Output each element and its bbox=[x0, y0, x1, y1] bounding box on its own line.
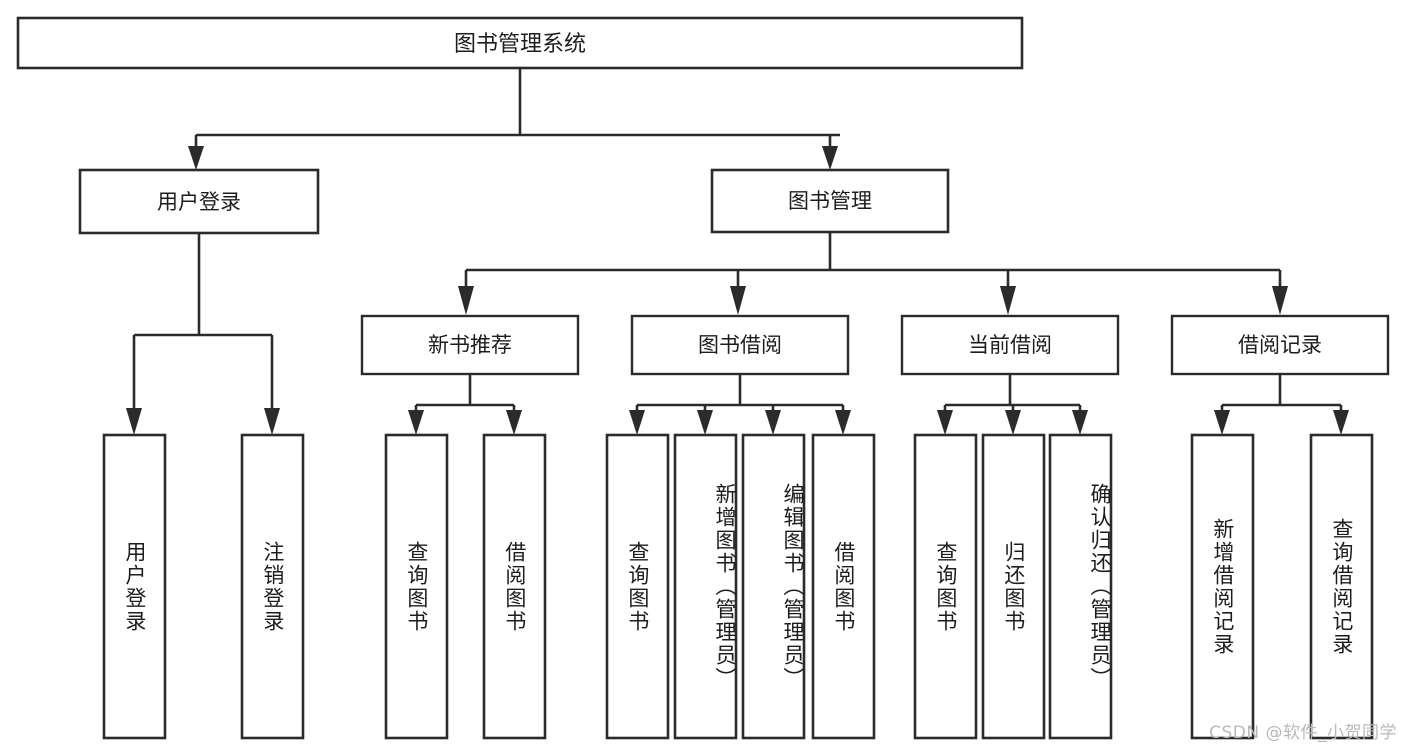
node-new-book-rec-box[interactable] bbox=[360, 314, 580, 376]
arrow-leaf-add-book bbox=[697, 410, 713, 435]
arrow-book-borrow bbox=[730, 286, 746, 315]
node-leaf-query-book-3-box[interactable] bbox=[913, 433, 978, 740]
node-book-manage-box[interactable] bbox=[710, 168, 950, 234]
node-leaf-edit-book-box[interactable] bbox=[741, 433, 806, 740]
connector-group bbox=[126, 68, 1349, 435]
arrow-borrow-record bbox=[1272, 286, 1288, 315]
arrow-leaf-query-book-3 bbox=[937, 410, 953, 435]
arrow-leaf-confirm-return bbox=[1072, 410, 1088, 435]
arrow-leaf-borrow-book-1 bbox=[506, 410, 522, 435]
node-book-manage[interactable]: 图书管理 bbox=[710, 168, 950, 234]
arrow-leaf-query-record bbox=[1333, 410, 1349, 435]
node-borrow-record-box[interactable] bbox=[1170, 314, 1390, 376]
node-leaf-return-book-box[interactable] bbox=[981, 433, 1046, 740]
node-leaf-borrow-book-1-box[interactable] bbox=[482, 433, 547, 740]
arrow-leaf-edit-book bbox=[765, 410, 781, 435]
arrow-leaf-return-book bbox=[1005, 410, 1021, 435]
arrow-leaf-add-record bbox=[1214, 410, 1230, 435]
node-leaf-confirm-return-box[interactable] bbox=[1048, 433, 1113, 740]
node-leaf-add-record-box[interactable] bbox=[1190, 433, 1255, 740]
arrow-leaf-user-logout bbox=[264, 408, 280, 435]
node-new-book-rec[interactable]: 新书推荐 bbox=[360, 314, 580, 376]
arrow-current-borrow bbox=[1000, 286, 1016, 315]
node-root-box[interactable] bbox=[16, 16, 1024, 70]
arrow-new-book-rec bbox=[458, 286, 474, 315]
node-leaf-user-login-box[interactable] bbox=[102, 433, 167, 740]
node-user-login[interactable]: 用户登录 bbox=[78, 168, 320, 235]
node-current-borrow[interactable]: 当前借阅 bbox=[900, 314, 1120, 376]
node-borrow-record[interactable]: 借阅记录 bbox=[1170, 314, 1390, 376]
leaf-box-group bbox=[102, 433, 1374, 740]
node-book-manage-label: 图书管理 bbox=[788, 189, 872, 213]
arrow-leaf-user-login bbox=[126, 408, 142, 435]
node-leaf-query-book-1-box[interactable] bbox=[384, 433, 449, 740]
arrow-leaf-query-book-1 bbox=[408, 410, 424, 435]
arrow-leaf-borrow-book-2 bbox=[835, 410, 851, 435]
node-leaf-borrow-book-2-box[interactable] bbox=[811, 433, 876, 740]
node-current-borrow-label: 当前借阅 bbox=[968, 333, 1052, 357]
arrow-user-login bbox=[188, 146, 204, 170]
node-leaf-query-record-box[interactable] bbox=[1309, 433, 1374, 740]
node-leaf-query-book-2-box[interactable] bbox=[605, 433, 670, 740]
node-new-book-rec-label: 新书推荐 bbox=[428, 333, 512, 357]
watermark: CSDN @软件_小贺同学 bbox=[1209, 723, 1397, 743]
node-book-borrow-label: 图书借阅 bbox=[698, 333, 782, 357]
node-user-login-box[interactable] bbox=[78, 168, 320, 235]
node-root-label: 图书管理系统 bbox=[454, 32, 586, 57]
arrow-book-manage bbox=[822, 146, 838, 170]
node-borrow-record-label: 借阅记录 bbox=[1238, 333, 1322, 357]
arrow-leaf-query-book-2 bbox=[629, 410, 645, 435]
node-book-borrow-box[interactable] bbox=[630, 314, 850, 376]
node-current-borrow-box[interactable] bbox=[900, 314, 1120, 376]
node-leaf-add-book-box[interactable] bbox=[673, 433, 738, 740]
node-user-login-label: 用户登录 bbox=[157, 190, 241, 214]
node-book-borrow[interactable]: 图书借阅 bbox=[630, 314, 850, 376]
node-leaf-user-logout-box[interactable] bbox=[240, 433, 305, 740]
node-root[interactable]: 图书管理系统 bbox=[16, 16, 1024, 70]
